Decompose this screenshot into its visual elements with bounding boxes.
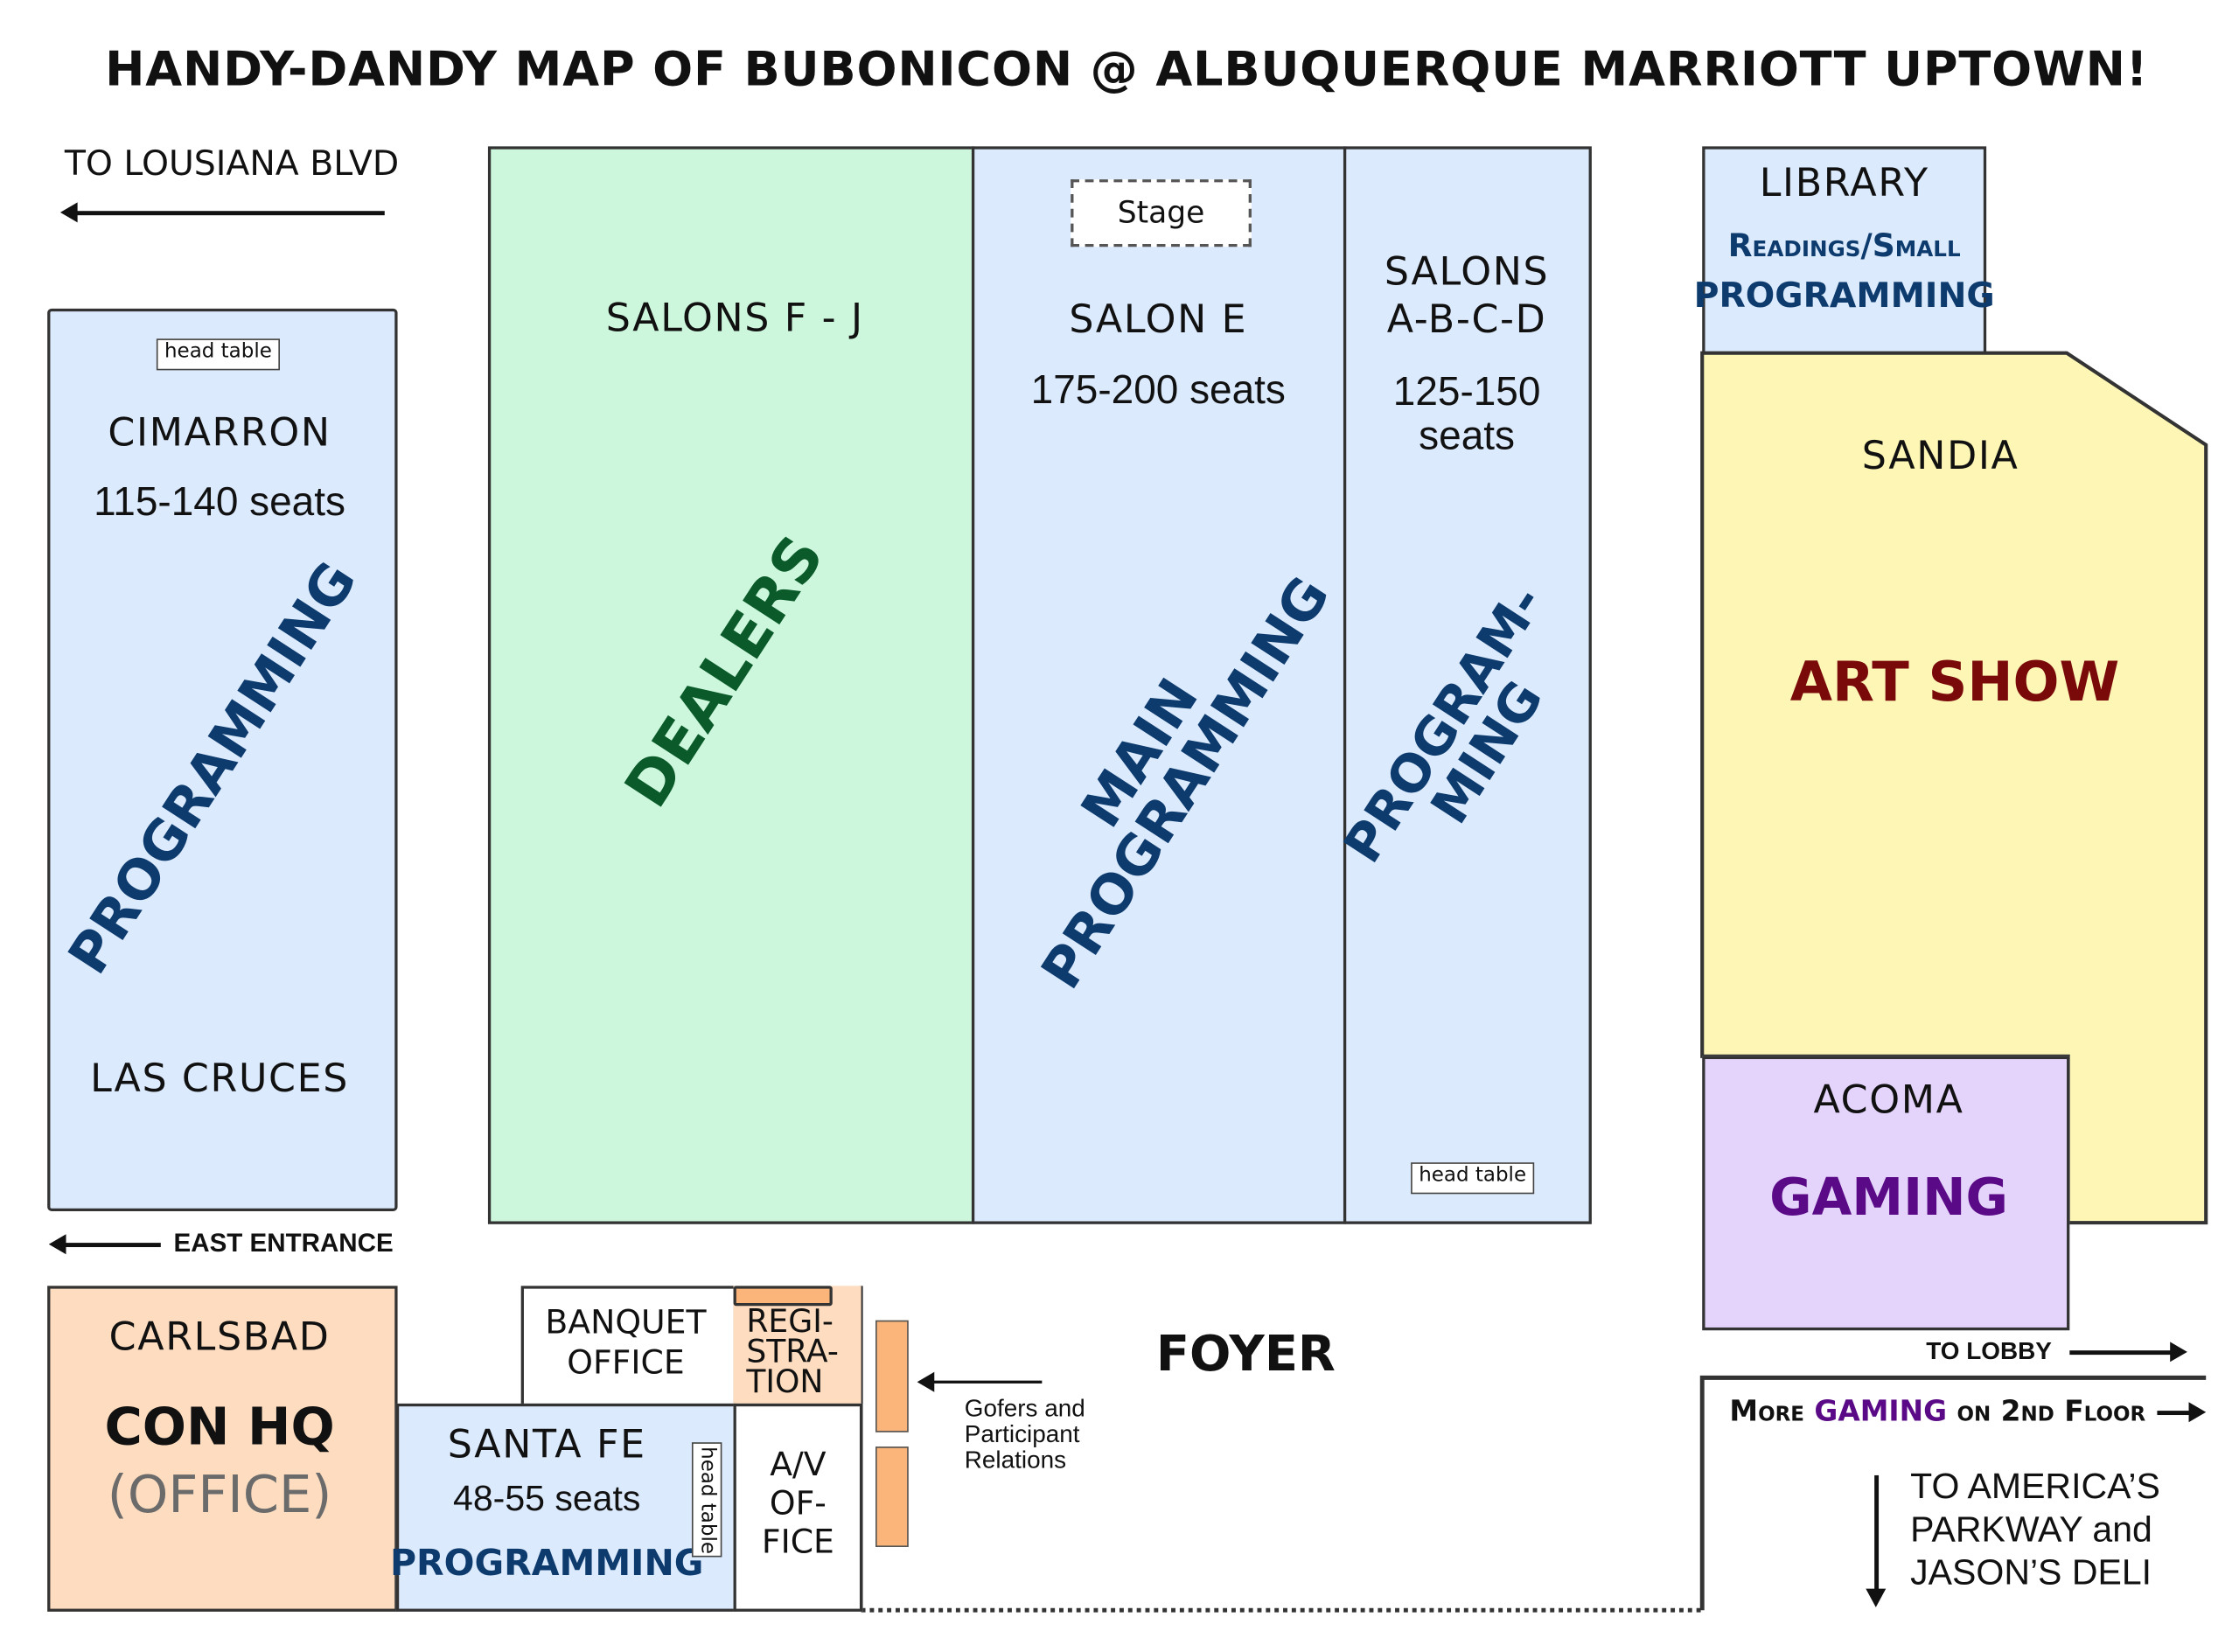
gofers-line3: Relations [964,1446,1067,1474]
room-cimarron[interactable] [47,308,398,1212]
arrow-left-icon [917,1371,1043,1392]
room-salons-f-j[interactable] [487,146,975,1224]
registration-line3: TION [746,1364,824,1401]
direction-americas-parkway: TO AMERICA’S PARKWAY and JASON’S DELI [1910,1465,2160,1594]
salons-abcd-seats-1: 125-150 [1392,368,1541,414]
sandia-name: SANDIA [1861,434,2019,479]
americas-line2: PARKWAY and [1910,1509,2152,1551]
room-salon-e[interactable] [971,146,1347,1224]
av-line3: FICE [761,1523,834,1562]
gofer-desk [875,1446,909,1547]
carlsbad-note: (OFFICE) [107,1466,332,1525]
salon-e-seats: 175-200 seats [1030,367,1286,412]
room-salons-a-d[interactable] [1343,146,1592,1224]
room-av-office[interactable] [733,1403,863,1612]
head-table-cimarron: head table [156,338,280,371]
arrow-right-icon [2069,1342,2187,1363]
acoma-name: ACOMA [1813,1078,1964,1124]
stage-area: Stage [1071,179,1252,247]
direction-east-entrance: EAST ENTRANCE [173,1228,394,1258]
arrow-left-icon [59,202,385,223]
arrow-down-icon [1866,1474,1887,1607]
library-use: PROGRAMMING [1693,275,1995,317]
santa-fe-name: SANTA FE [447,1423,646,1467]
more-gaming-prefix: More [1729,1393,1804,1428]
more-gaming-word: GAMING [1814,1393,1948,1428]
gofers-label: Gofers and Participant Relations [964,1395,1085,1474]
registration-line1: REGI- [746,1304,834,1341]
direction-lobby: TO LOBBY [1926,1337,2052,1365]
carlsbad-name: CARLSBAD [108,1314,331,1360]
gofer-desk [875,1320,909,1432]
banquet-line2: OFFICE [567,1344,685,1383]
room-acoma[interactable] [1702,1056,2070,1331]
map-title: HANDY-DANDY MAP OF BUBONICON @ ALBUQUERQ… [105,40,2149,97]
library-sub: Readings/Small [1727,228,1961,265]
foyer-wall [1699,1375,2207,1611]
americas-line1: TO AMERICA’S [1910,1467,2160,1508]
santa-fe-seats: 48-55 seats [453,1479,641,1519]
cimarron-seats: 115-140 seats [94,479,345,524]
salon-e-name: SALON E [1069,297,1248,343]
room-santa-fe[interactable] [395,1403,736,1612]
carlsbad-use: CON HQ [104,1398,335,1458]
room-library[interactable] [1702,146,1987,356]
acoma-use: GAMING [1769,1168,2009,1228]
more-gaming-suffix: on 2nd Floor [1957,1393,2146,1428]
foyer-label: FOYER [1155,1326,1336,1384]
salons-abcd-seats-2: seats [1419,413,1516,458]
av-line2: OF- [769,1485,827,1523]
direction-lousiana: TO LOUSIANA BLVD [64,143,400,185]
av-label: A/V OF- FICE [734,1446,863,1563]
americas-line3: JASON’S DELI [1910,1552,2152,1593]
head-table-abcd: head table [1411,1162,1535,1195]
room-carlsbad[interactable] [47,1286,398,1612]
cimarron-name: CIMARRON [108,411,331,457]
registration-desk [733,1286,833,1307]
salons-abcd-name-2: A-B-C-D [1386,297,1547,343]
gofers-line2: Participant [964,1420,1080,1448]
salons-abcd-name-1: SALONS [1384,250,1550,296]
santa-fe-use: PROGRAMMING [389,1542,704,1584]
av-line1: A/V [770,1446,827,1484]
registration-label: REGI- STRA- TION [746,1307,839,1398]
arrow-right-icon [2157,1402,2207,1423]
direction-more-gaming: More GAMING on 2nd Floor [1729,1393,2145,1427]
sandia-use: ART SHOW [1789,650,2120,714]
las-cruces-name: LAS CRUCES [90,1056,349,1102]
arrow-left-icon [48,1234,161,1255]
salons-fj-name: SALONS F - J [605,296,864,341]
gofers-line1: Gofers and [964,1395,1085,1423]
library-name: LIBRARY [1759,161,1929,206]
head-table-santa-fe: head table [691,1442,722,1558]
banquet-line1: BANQUET [545,1304,707,1342]
registration-line2: STRA- [746,1335,839,1371]
